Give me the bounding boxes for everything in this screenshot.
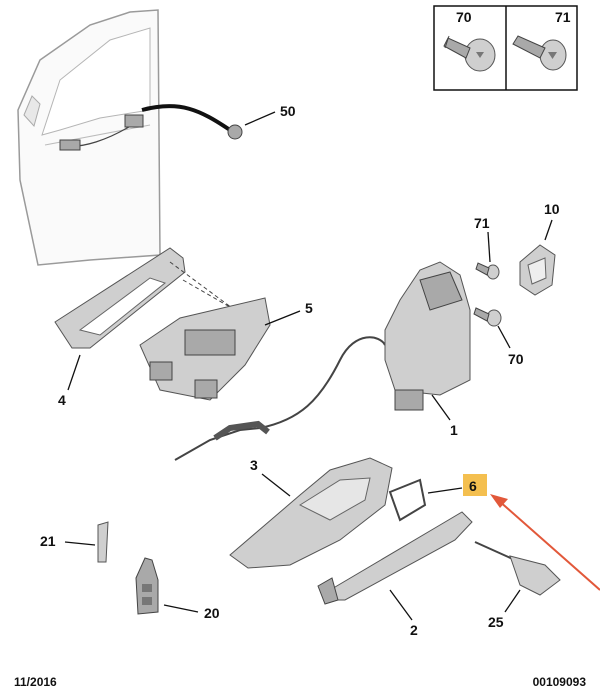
label-5: 5 (305, 300, 313, 316)
key-fob-part-20 (135, 557, 159, 615)
label-50: 50 (280, 103, 296, 119)
label-71-inset: 71 (555, 9, 571, 25)
footer-date: 11/2016 (14, 675, 57, 689)
label-6: 6 (469, 478, 477, 494)
screw-70-icon (443, 35, 496, 72)
label-25: 25 (488, 614, 504, 630)
pointer-arrow (490, 494, 600, 591)
highlight-box (463, 474, 487, 496)
screw-inset-box: 70 71 (433, 5, 578, 91)
label-21: 21 (40, 533, 56, 549)
exterior-bracket-part-3 (229, 457, 393, 569)
label-3: 3 (250, 457, 258, 473)
striker-part-10 (519, 244, 556, 296)
door-cable (141, 104, 232, 132)
interior-bezel-part-4 (54, 247, 186, 349)
label-70b: 70 (508, 351, 524, 367)
label-10: 10 (544, 201, 560, 217)
footer-reference: 00109093 (532, 675, 586, 689)
interior-handle-part-5 (139, 297, 271, 401)
label-2: 2 (410, 622, 418, 638)
key-blade-part-21 (97, 521, 109, 563)
screw-71-icon-b (475, 262, 500, 280)
screw-70-icon-b (473, 307, 502, 327)
exterior-handle-part-2 (317, 511, 473, 605)
lock-cylinder-part-25 (474, 541, 561, 596)
screw-71-icon (512, 35, 567, 71)
label-71b: 71 (474, 215, 490, 231)
label-20: 20 (204, 605, 220, 621)
grommet-50-icon (227, 124, 243, 140)
label-4: 4 (58, 392, 66, 408)
label-1: 1 (450, 422, 458, 438)
car-door (17, 9, 161, 266)
label-70-inset: 70 (456, 9, 472, 25)
lock-actuator-part-1 (384, 261, 471, 411)
gasket-part-6 (388, 478, 427, 522)
